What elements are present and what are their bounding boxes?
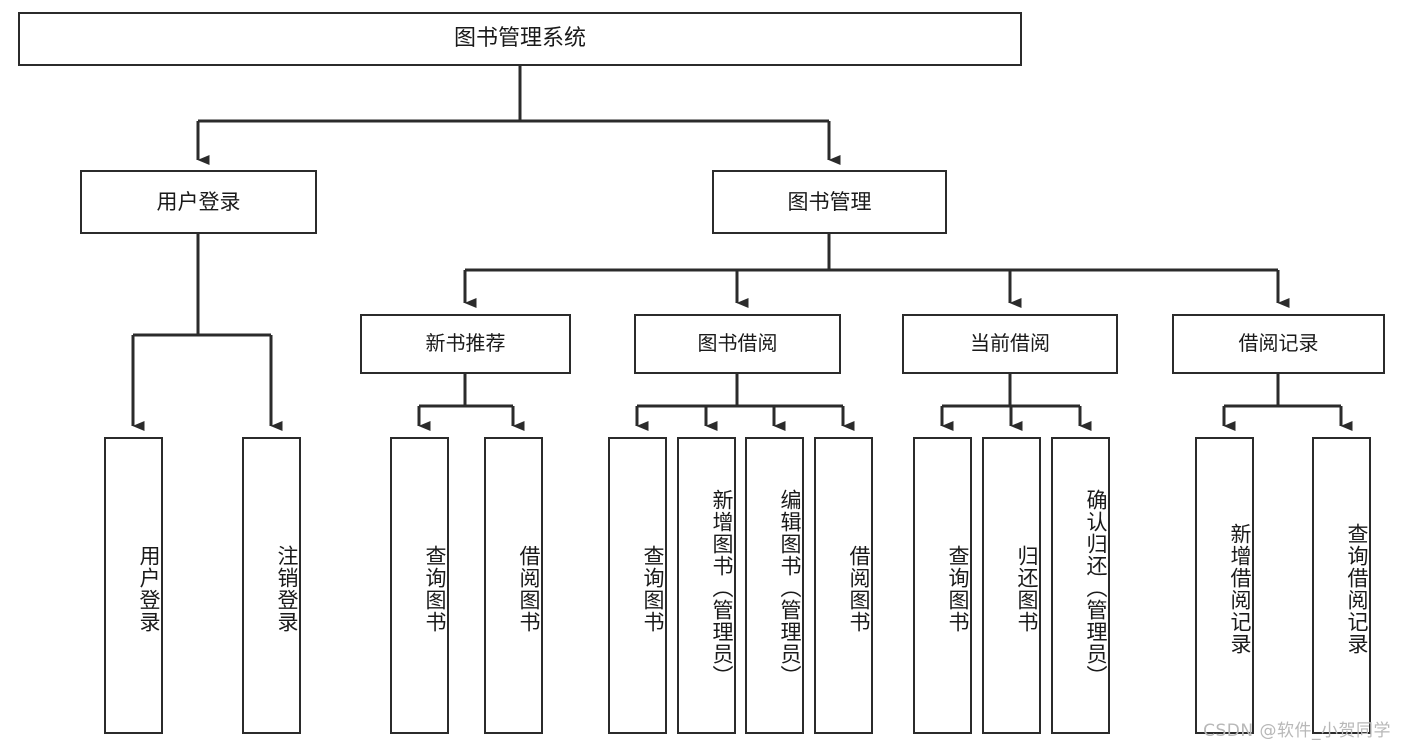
node-label: 当前借阅 [970, 331, 1050, 356]
node-new-book-recommend[interactable]: 新书推荐 [360, 314, 571, 374]
leaf-new-book-query[interactable]: 查询图书 [390, 437, 449, 734]
node-label: 用户登录 [137, 544, 161, 633]
node-label: 借阅图书 [517, 544, 541, 633]
watermark-text: CSDN @软件_小贺同学 [1203, 721, 1391, 741]
leaf-borrow-record-add[interactable]: 新增借阅记录 [1195, 437, 1254, 734]
node-label: 编辑图书（管理员） [778, 488, 802, 687]
leaf-current-borrow-return[interactable]: 归还图书 [982, 437, 1041, 734]
node-label: 图书管理系统 [453, 26, 586, 52]
leaf-book-borrow-add[interactable]: 新增图书（管理员） [677, 437, 736, 734]
node-user-login[interactable]: 用户登录 [80, 170, 317, 234]
node-label: 确认归还（管理员） [1084, 488, 1108, 687]
node-borrow-record[interactable]: 借阅记录 [1172, 314, 1385, 374]
node-label: 用户登录 [156, 189, 241, 214]
node-label: 注销登录 [275, 544, 299, 633]
node-label: 新增图书（管理员） [710, 488, 734, 687]
leaf-user-login-login[interactable]: 用户登录 [104, 437, 163, 734]
leaf-current-borrow-query[interactable]: 查询图书 [913, 437, 972, 734]
node-label: 新增借阅记录 [1228, 522, 1252, 655]
leaf-book-borrow-edit[interactable]: 编辑图书（管理员） [745, 437, 804, 734]
leaf-new-book-borrow[interactable]: 借阅图书 [484, 437, 543, 734]
leaf-book-borrow-query[interactable]: 查询图书 [608, 437, 667, 734]
leaf-user-login-logout[interactable]: 注销登录 [242, 437, 301, 734]
node-current-borrow[interactable]: 当前借阅 [902, 314, 1118, 374]
node-label: 查询图书 [946, 544, 970, 633]
node-label: 图书管理 [787, 189, 872, 214]
node-label: 查询图书 [641, 544, 665, 633]
leaf-book-borrow-borrow[interactable]: 借阅图书 [814, 437, 873, 734]
leaf-borrow-record-query[interactable]: 查询借阅记录 [1312, 437, 1371, 734]
node-label: 借阅记录 [1238, 331, 1319, 356]
node-book-borrow[interactable]: 图书借阅 [634, 314, 841, 374]
node-label: 借阅图书 [847, 544, 871, 633]
node-label: 归还图书 [1015, 544, 1039, 633]
node-label: 查询图书 [423, 544, 447, 633]
node-book-management[interactable]: 图书管理 [712, 170, 947, 234]
node-label: 图书借阅 [697, 331, 778, 356]
leaf-current-borrow-confirm-return[interactable]: 确认归还（管理员） [1051, 437, 1110, 734]
node-root-system[interactable]: 图书管理系统 [18, 12, 1022, 66]
node-label: 新书推荐 [425, 331, 506, 356]
node-label: 查询借阅记录 [1345, 522, 1369, 655]
